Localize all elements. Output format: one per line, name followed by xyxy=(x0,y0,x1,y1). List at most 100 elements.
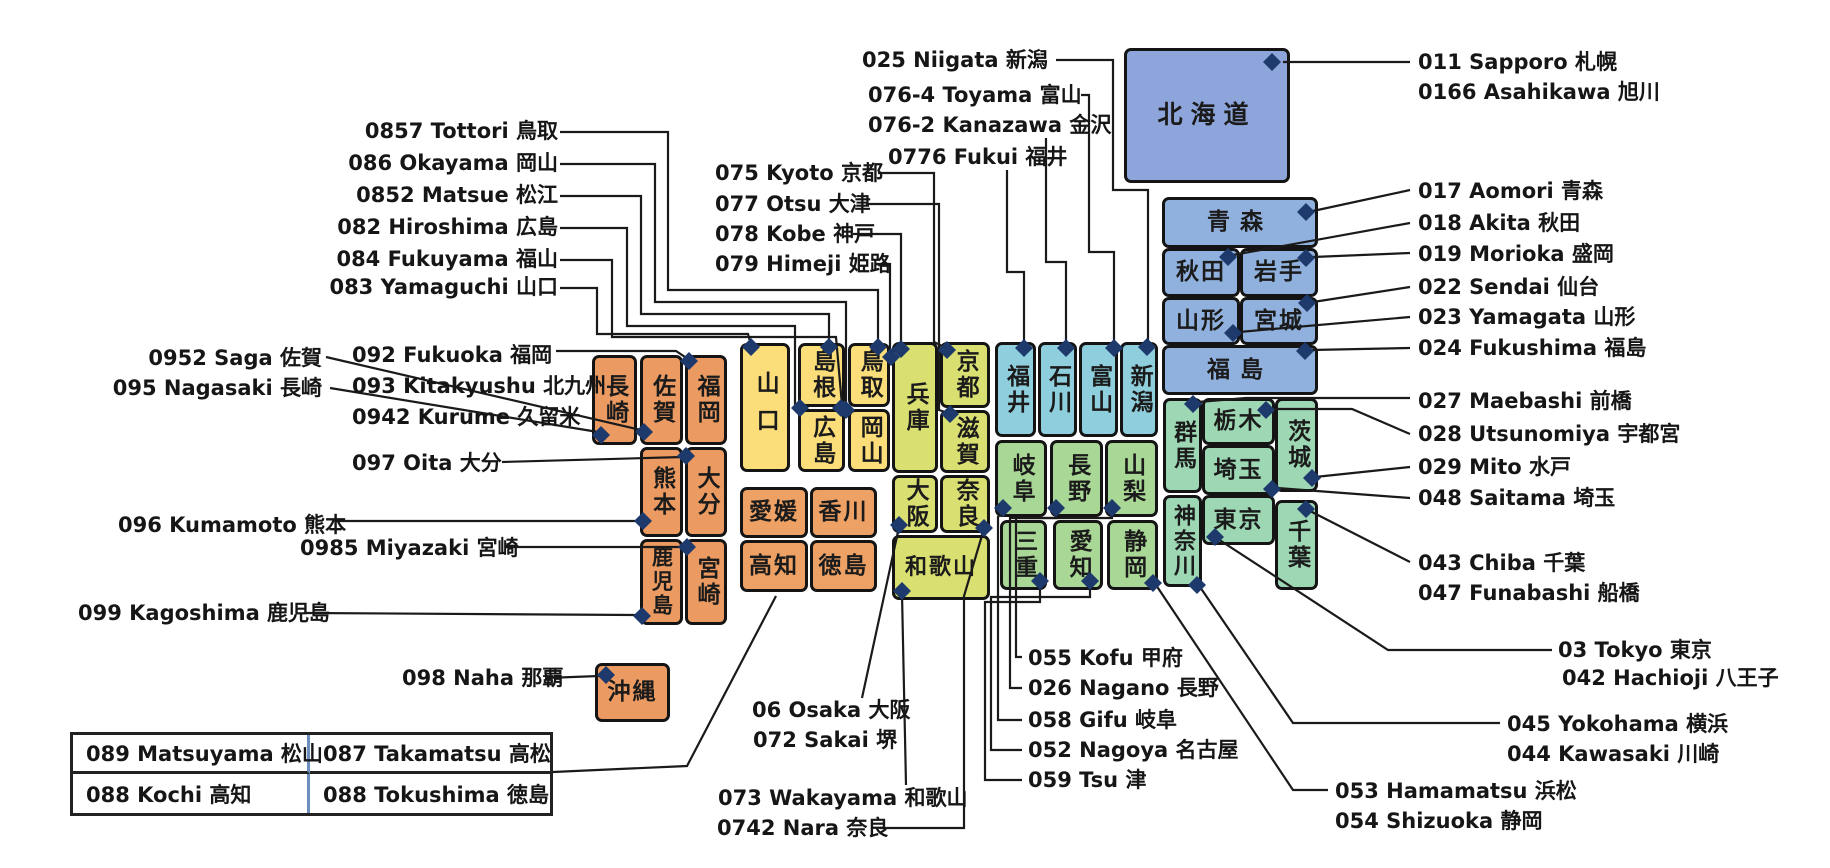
prefecture-label-shiga: 滋賀 xyxy=(952,415,979,468)
code-label-okayama: 086 Okayama 岡山 xyxy=(348,151,558,175)
prefecture-label-okayama: 岡山 xyxy=(856,414,883,467)
code-label-sakai: 072 Sakai 堺 xyxy=(753,728,898,752)
prefecture-tochigi: 栃木 xyxy=(1202,398,1275,445)
prefecture-label-yamaguchi: 山口 xyxy=(752,370,779,445)
code-label-aomori: 017 Aomori 青森 xyxy=(1418,179,1604,203)
prefecture-shiga: 滋賀 xyxy=(940,410,990,473)
prefecture-label-kochi: 高知 xyxy=(749,552,799,579)
code-label-nagasaki: 095 Nagasaki 長崎 xyxy=(112,376,322,400)
code-label-kitakyushu: 093 Kitakyushu 北九州 xyxy=(352,374,607,398)
prefecture-hyogo: 兵庫 xyxy=(892,342,938,473)
leader-line-yamaguchi xyxy=(560,286,753,346)
prefecture-yamanashi: 山梨 xyxy=(1105,440,1158,517)
code-label-asahikawa: 0166 Asahikawa 旭川 xyxy=(1418,80,1660,104)
prefecture-fukushima: 福島 xyxy=(1162,345,1318,395)
table-cell-tokushima: 088 Tokushima 徳島 xyxy=(323,782,550,807)
code-label-hiroshima: 082 Hiroshima 広島 xyxy=(337,215,558,239)
prefecture-label-nagano: 長野 xyxy=(1063,452,1090,505)
prefecture-label-shimane: 島根 xyxy=(808,349,835,401)
leader-line-himeji xyxy=(876,262,892,355)
prefecture-shizuoka: 静岡 xyxy=(1107,520,1158,590)
code-label-kurume: 0942 Kurume 久留米 xyxy=(352,405,581,429)
code-label-saitama: 048 Saitama 埼玉 xyxy=(1418,486,1616,510)
prefecture-niigata: 新潟 xyxy=(1120,342,1158,437)
prefecture-label-ishikawa: 石川 xyxy=(1044,363,1071,416)
prefecture-label-aomori: 青森 xyxy=(1207,209,1273,236)
prefecture-akita: 秋田 xyxy=(1162,248,1240,297)
leader-line-morioka xyxy=(1312,251,1411,259)
code-label-sendai: 022 Sendai 仙台 xyxy=(1418,275,1600,299)
leader-line-kobe xyxy=(853,232,903,345)
prefecture-chiba: 千葉 xyxy=(1275,500,1318,590)
prefecture-label-tottori: 鳥取 xyxy=(856,349,883,401)
code-label-matsue: 0852 Matsue 松江 xyxy=(356,183,558,207)
prefecture-tokyo: 東京 xyxy=(1202,495,1275,545)
prefecture-tottori: 鳥取 xyxy=(848,343,890,407)
prefecture-miyazaki-pref: 宮崎 xyxy=(685,539,727,625)
code-label-himeji: 079 Himeji 姫路 xyxy=(715,252,891,276)
code-label-kumamoto: 096 Kumamoto 熊本 xyxy=(118,513,347,537)
prefecture-label-mie: 三重 xyxy=(1010,529,1037,581)
code-label-hamamatsu: 053 Hamamatsu 浜松 xyxy=(1335,779,1577,803)
shikoku-code-table: 089 Matsuyama 松山 087 Takamatsu 高松 088 Ko… xyxy=(70,732,553,816)
prefecture-ehime: 愛媛 xyxy=(740,487,808,538)
leader-line-kagoshima xyxy=(305,611,639,617)
code-label-saga: 0952 Saga 佐賀 xyxy=(148,346,322,370)
prefecture-label-ibaraki: 茨城 xyxy=(1283,419,1310,471)
code-label-tokyo: 03 Tokyo 東京 xyxy=(1558,638,1712,662)
prefecture-gifu: 岐阜 xyxy=(995,440,1047,517)
prefecture-label-nara: 奈良 xyxy=(952,478,979,530)
prefecture-label-kumamoto-pref: 熊本 xyxy=(648,466,675,518)
prefecture-label-hokkaido: 北海道 xyxy=(1157,100,1257,130)
code-label-sapporo: 011 Sapporo 札幌 xyxy=(1418,50,1618,74)
code-label-niigata: 025 Niigata 新潟 xyxy=(862,48,1048,72)
code-label-shizuoka: 054 Shizuoka 静岡 xyxy=(1335,809,1543,833)
prefecture-shimane: 島根 xyxy=(798,343,845,407)
table-cell-matsuyama: 089 Matsuyama 松山 xyxy=(73,735,323,774)
code-label-miyazaki: 0985 Miyazaki 宮崎 xyxy=(300,536,519,560)
code-label-tsu: 059 Tsu 津 xyxy=(1028,768,1147,792)
code-label-wakayama: 073 Wakayama 和歌山 xyxy=(718,786,968,810)
prefecture-ibaraki: 茨城 xyxy=(1275,398,1318,492)
prefecture-kagawa: 香川 xyxy=(810,487,877,538)
prefecture-label-iwate: 岩手 xyxy=(1254,259,1304,286)
code-label-otsu: 077 Otsu 大津 xyxy=(715,192,871,216)
code-label-oita: 097 Oita 大分 xyxy=(352,451,502,475)
code-label-kobe: 078 Kobe 神戸 xyxy=(715,222,876,246)
code-label-funabashi: 047 Funabashi 船橋 xyxy=(1418,581,1640,605)
prefecture-nara: 奈良 xyxy=(940,475,990,533)
prefecture-osaka: 大阪 xyxy=(892,475,938,533)
prefecture-label-toyama: 富山 xyxy=(1085,363,1112,416)
prefecture-label-saga-pref: 佐賀 xyxy=(648,374,675,426)
prefecture-saitama: 埼玉 xyxy=(1202,445,1275,495)
code-label-kagoshima: 099 Kagoshima 鹿児島 xyxy=(78,601,331,625)
code-label-yamagata: 023 Yamagata 山形 xyxy=(1418,305,1636,329)
prefecture-mie: 三重 xyxy=(1000,520,1047,590)
prefecture-gunma: 群馬 xyxy=(1163,398,1202,493)
prefecture-toyama: 富山 xyxy=(1079,342,1118,437)
code-label-osaka: 06 Osaka 大阪 xyxy=(752,698,911,722)
prefecture-label-fukuoka-pref: 福岡 xyxy=(693,374,720,426)
code-label-kyoto: 075 Kyoto 京都 xyxy=(715,161,883,185)
code-label-yokohama: 045 Yokohama 横浜 xyxy=(1507,712,1729,736)
prefecture-label-kagawa: 香川 xyxy=(818,499,869,526)
prefecture-label-saitama: 埼玉 xyxy=(1213,456,1264,483)
prefecture-label-kanagawa: 神奈川 xyxy=(1170,503,1196,579)
prefecture-label-osaka: 大阪 xyxy=(902,478,929,530)
code-label-fukui: 0776 Fukui 福井 xyxy=(888,145,1068,169)
table-cell-takamatsu: 087 Takamatsu 高松 xyxy=(310,735,551,774)
code-label-fukuyama: 084 Fukuyama 福山 xyxy=(336,247,558,271)
prefecture-label-shizuoka: 静岡 xyxy=(1119,529,1146,581)
code-label-kanazawa: 076-2 Kanazawa 金沢 xyxy=(868,113,1112,137)
prefecture-fukui: 福井 xyxy=(995,342,1036,437)
prefecture-okinawa: 沖縄 xyxy=(595,663,670,722)
leader-line-mito xyxy=(1314,465,1411,479)
leader-line-kanazawa xyxy=(1044,138,1068,345)
prefecture-ishikawa: 石川 xyxy=(1038,342,1077,437)
code-label-kofu: 055 Kofu 甲府 xyxy=(1028,646,1183,670)
prefecture-kochi: 高知 xyxy=(740,540,808,592)
code-label-nagoya: 052 Nagoya 名古屋 xyxy=(1028,738,1239,762)
code-label-nara: 0742 Nara 奈良 xyxy=(717,816,889,840)
code-label-nagano: 026 Nagano 長野 xyxy=(1028,676,1219,700)
code-label-utsunomiya: 028 Utsunomiya 宇都宮 xyxy=(1418,422,1681,446)
